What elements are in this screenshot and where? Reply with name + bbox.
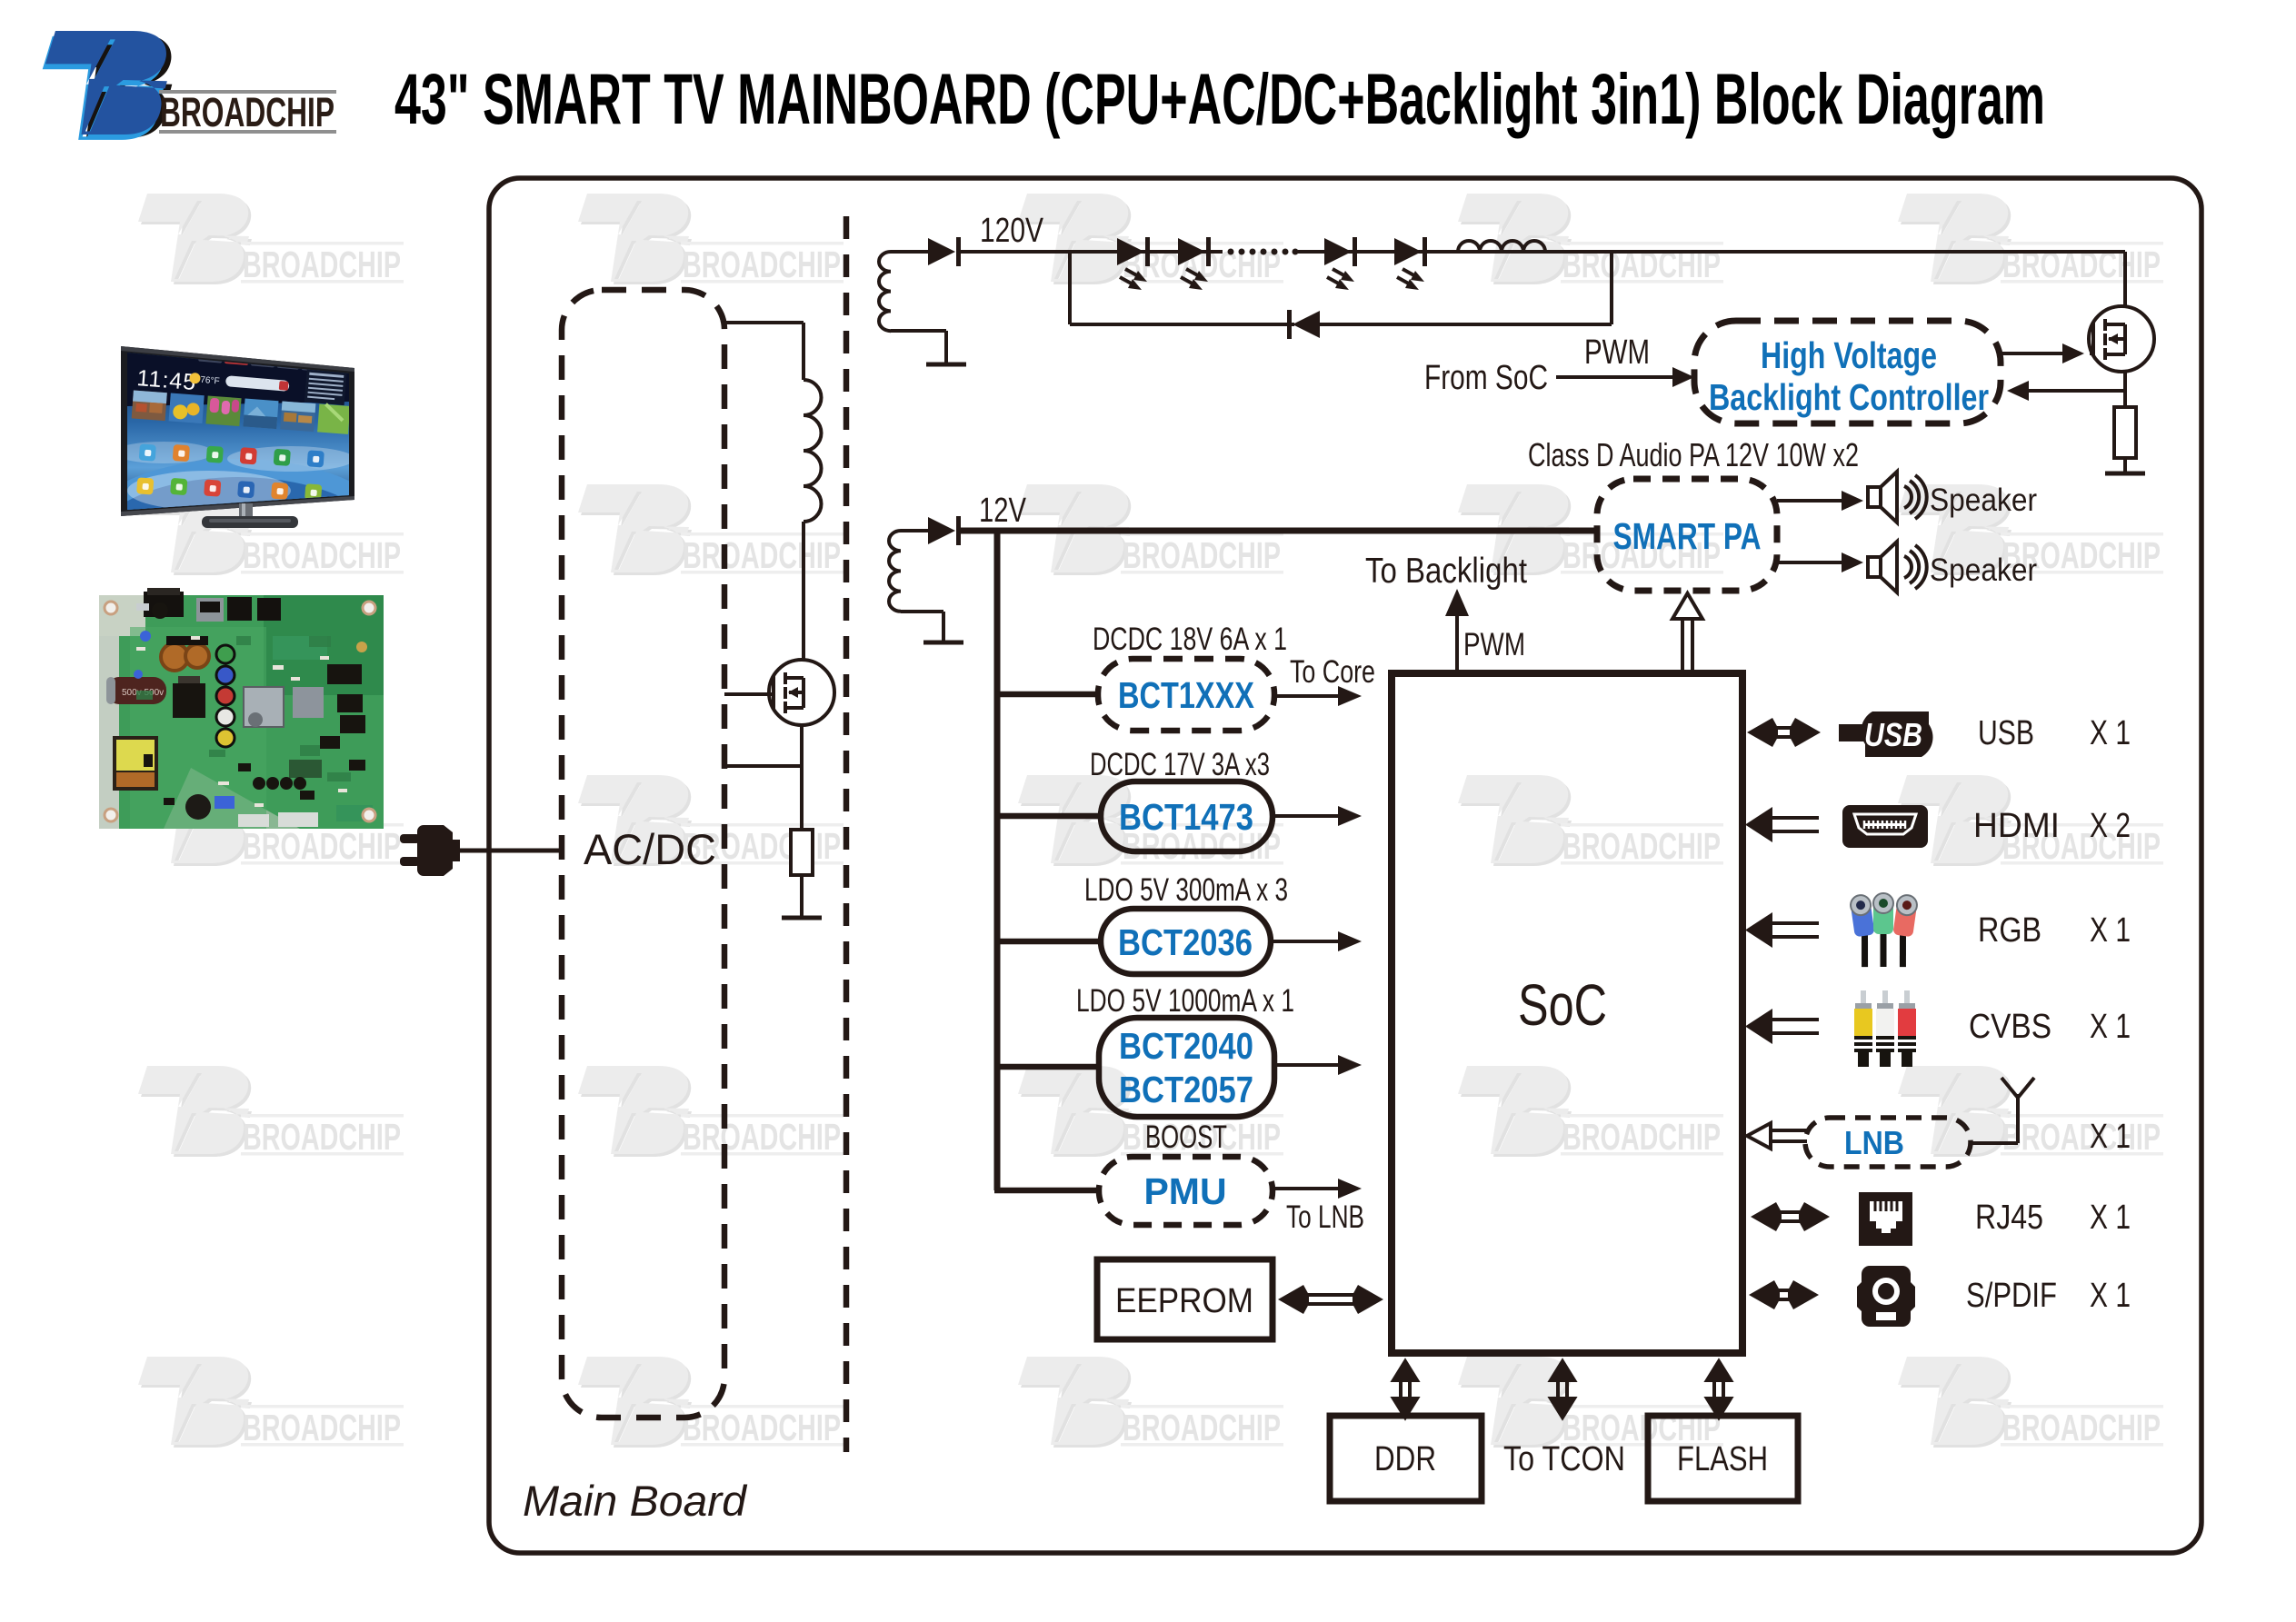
svg-text:X 1: X 1 — [2090, 1199, 2131, 1237]
svg-text:76°F: 76°F — [200, 375, 220, 387]
svg-text:DCDC 17V 3A x3: DCDC 17V 3A x3 — [1090, 747, 1270, 782]
svg-text:BOOST: BOOST — [1145, 1119, 1227, 1155]
svg-text:AC/DC: AC/DC — [584, 825, 716, 873]
svg-text:BCT2036: BCT2036 — [1118, 921, 1253, 963]
svg-text:DDR: DDR — [1374, 1440, 1436, 1478]
svg-text:LDO 5V 1000mA x 1: LDO 5V 1000mA x 1 — [1076, 983, 1294, 1019]
svg-text:RJ45: RJ45 — [1975, 1199, 2043, 1237]
svg-text:To TCON: To TCON — [1503, 1440, 1625, 1478]
svg-text:High Voltage: High Voltage — [1761, 334, 1937, 376]
svg-text:To LNB: To LNB — [1286, 1199, 1364, 1235]
svg-text:X 1: X 1 — [2090, 1118, 2131, 1156]
svg-text:PWM: PWM — [1584, 333, 1650, 372]
svg-text:12V: 12V — [979, 492, 1026, 530]
svg-text:EEPROM: EEPROM — [1115, 1282, 1253, 1320]
svg-text:RGB: RGB — [1978, 911, 2041, 950]
svg-text:X 2: X 2 — [2090, 807, 2131, 845]
svg-text:SMART PA: SMART PA — [1613, 515, 1762, 557]
svg-text:X 1: X 1 — [2090, 714, 2131, 752]
svg-text:To Core: To Core — [1290, 654, 1375, 690]
svg-text:X 1: X 1 — [2090, 911, 2131, 950]
svg-text:BCT1473: BCT1473 — [1119, 796, 1253, 838]
svg-text:BCT2057: BCT2057 — [1119, 1069, 1253, 1110]
svg-text:X 1: X 1 — [2090, 1277, 2131, 1315]
svg-text:HDMI: HDMI — [1973, 807, 2060, 845]
svg-text:Main Board: Main Board — [523, 1477, 748, 1525]
svg-text:PMU: PMU — [1143, 1170, 1226, 1212]
svg-text:Backlight Controller: Backlight Controller — [1709, 376, 1989, 418]
svg-text:To Backlight: To Backlight — [1365, 552, 1527, 591]
svg-text:DCDC 18V 6A x 1: DCDC 18V 6A x 1 — [1093, 622, 1287, 657]
svg-text:S/PDIF: S/PDIF — [1966, 1277, 2057, 1315]
svg-text:120V: 120V — [980, 212, 1044, 250]
svg-text:Class D Audio PA 12V 10W x2: Class D Audio PA 12V 10W x2 — [1528, 436, 1859, 473]
svg-text:Speaker: Speaker — [1930, 552, 2037, 588]
svg-text:BROADCHIP: BROADCHIP — [160, 89, 334, 135]
svg-text:From SoC: From SoC — [1424, 359, 1548, 397]
svg-text:USB: USB — [1978, 714, 2034, 752]
svg-text:Speaker: Speaker — [1930, 483, 2037, 518]
svg-text:USB: USB — [1864, 716, 1922, 753]
svg-text:43" SMART TV MAINBOARD (CPU+AC: 43" SMART TV MAINBOARD (CPU+AC/DC+Backli… — [394, 58, 2045, 139]
svg-text:PWM: PWM — [1463, 627, 1525, 662]
svg-text:BCT1XXX: BCT1XXX — [1118, 674, 1254, 716]
svg-text:FLASH: FLASH — [1677, 1440, 1768, 1478]
svg-text:CVBS: CVBS — [1969, 1008, 2051, 1046]
svg-text:SoC: SoC — [1518, 972, 1607, 1038]
svg-text:11:45: 11:45 — [136, 365, 198, 395]
svg-text:X 1: X 1 — [2090, 1008, 2131, 1046]
svg-text:BCT2040: BCT2040 — [1119, 1025, 1253, 1067]
svg-text:LDO 5V 300mA x 3: LDO 5V 300mA x 3 — [1084, 872, 1288, 908]
svg-text:LNB: LNB — [1844, 1124, 1904, 1161]
